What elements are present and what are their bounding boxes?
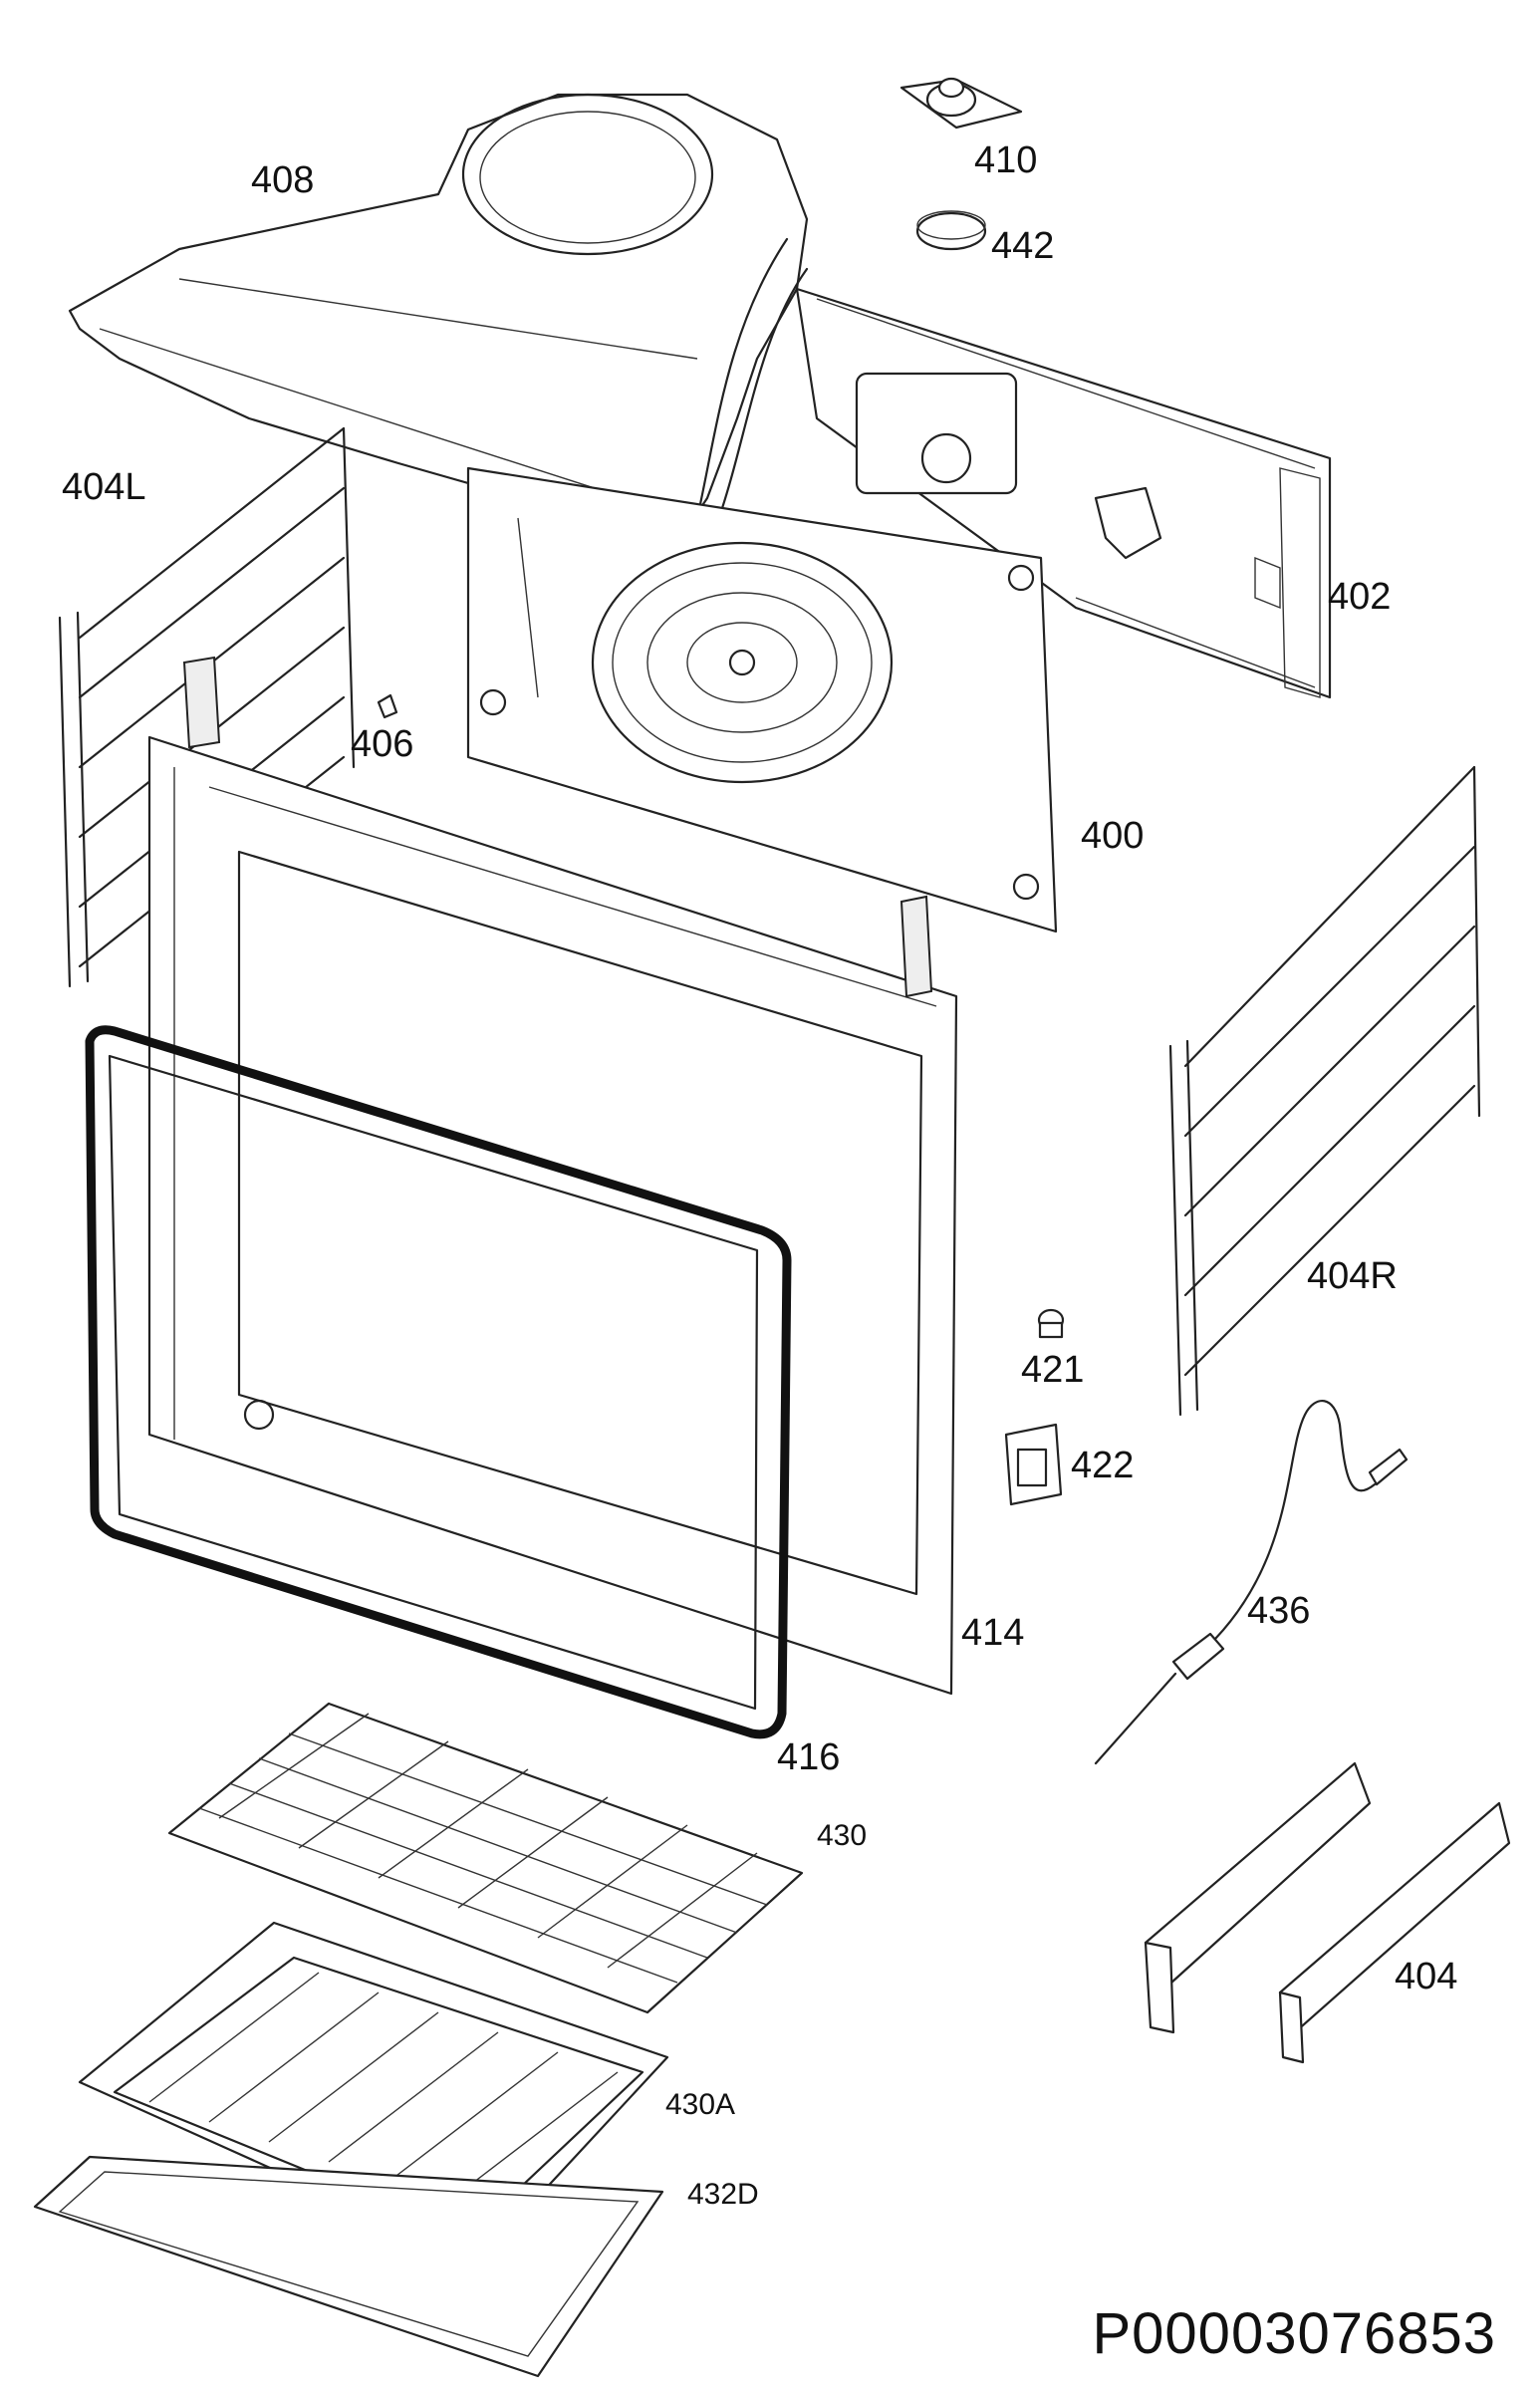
label-414: 414	[961, 1612, 1025, 1654]
part-404R-right-rack	[1168, 765, 1481, 1417]
part-442-cap	[915, 210, 987, 251]
part-421-knob	[1037, 1308, 1065, 1339]
label-436: 436	[1247, 1590, 1311, 1632]
part-408-top-cover	[68, 93, 809, 530]
part-406-clip	[377, 693, 398, 719]
label-421: 421	[1021, 1349, 1085, 1391]
part-410-motor-mount	[899, 77, 1023, 130]
part-416-door-seal	[85, 1025, 792, 1739]
label-442: 442	[991, 225, 1055, 267]
part-402-rear-panel	[795, 287, 1332, 699]
label-416: 416	[777, 1736, 841, 1778]
label-404: 404	[1395, 1956, 1458, 1997]
label-408: 408	[251, 159, 315, 201]
part-436-meat-probe	[1094, 1399, 1409, 1765]
part-432D-baking-tray	[33, 2155, 664, 2378]
part-404-telescopic-runners	[1144, 1761, 1511, 2064]
label-402: 402	[1328, 576, 1392, 618]
label-400: 400	[1081, 815, 1145, 857]
label-430: 430	[817, 1819, 868, 1852]
label-404R: 404R	[1307, 1255, 1398, 1297]
part-422-lamp-holder	[1004, 1423, 1063, 1506]
part-400-back-panel	[466, 466, 1058, 933]
label-430A: 430A	[665, 2088, 736, 2121]
part-414-door-frame	[147, 656, 958, 1696]
label-410: 410	[974, 139, 1038, 181]
part-430-wire-shelf	[167, 1702, 804, 2014]
drawing-code: P00003076853	[1092, 2301, 1496, 2366]
label-422: 422	[1071, 1445, 1135, 1486]
label-404L: 404L	[62, 466, 146, 508]
label-406: 406	[351, 723, 414, 765]
label-432D: 432D	[687, 2178, 759, 2211]
